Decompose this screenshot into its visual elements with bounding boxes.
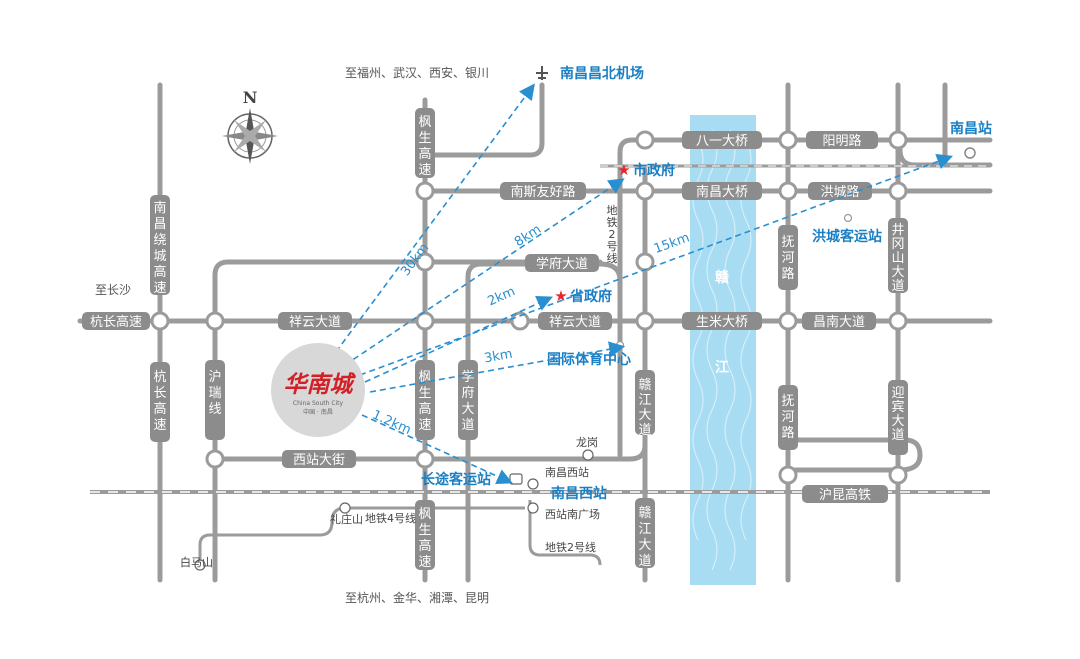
train-station-icon xyxy=(527,478,539,490)
road-shengmi-bridge: 生米大桥 xyxy=(696,315,748,330)
distance-province-gov: 2km xyxy=(486,284,518,309)
metro-line4-label: 地铁4号线 xyxy=(365,511,416,525)
river-label: 赣江 xyxy=(715,269,730,376)
road-changnan: 昌南大道 xyxy=(813,314,865,330)
compass-icon xyxy=(222,108,278,164)
distance-long-bus: 1.2km xyxy=(370,408,413,438)
landmark-city-gov: 市政府 xyxy=(633,162,675,179)
train-station-icon xyxy=(964,147,976,159)
distance-sports-center: 3km xyxy=(483,347,514,367)
road-label-jingguang: 南昌绕城高速 xyxy=(153,200,166,296)
metro-station-longgang: 龙岗 xyxy=(576,436,598,449)
road-label-fengsheng-north: 枫生高速 xyxy=(418,115,431,178)
project-location-circle xyxy=(271,343,365,437)
logo-english-name: China South City xyxy=(293,400,344,407)
road-bayi-bridge: 八一大桥 xyxy=(696,134,748,149)
road-label-hurui: 沪瑞线 xyxy=(208,369,221,417)
road-label-jinggangshan: 井冈山大道 xyxy=(891,223,904,294)
metro-station-lizhuangshan: 礼庄山 xyxy=(330,512,363,526)
road-hukun-rail: 沪昆高铁 xyxy=(819,487,871,503)
metro-station-west: 南昌西站 xyxy=(545,465,589,479)
road-nansiyou: 南斯友好路 xyxy=(510,184,575,200)
dest-north: 至福州、武汉、西安、银川 xyxy=(345,65,489,80)
road-label-yingbin: 迎宾大道 xyxy=(891,386,904,443)
airplane-icon xyxy=(536,66,548,80)
landmark-airport: 南昌昌北机场 xyxy=(560,65,644,82)
road-label-xuefu-avenue: 学府大道 xyxy=(461,369,474,433)
distance-nanchang-station: 15km xyxy=(652,230,692,257)
star-icon: ★ xyxy=(554,287,567,305)
landmark-west-station: 南昌西站 xyxy=(551,485,607,502)
landmark-long-bus: 长途客运站 xyxy=(421,471,491,488)
metro-station-icon xyxy=(339,502,351,514)
road-xiangyun-west: 祥云大道 xyxy=(289,315,341,330)
dest-west: 至长沙 xyxy=(95,283,131,297)
road-label-ganjiang-north: 赣江大道 xyxy=(638,378,651,438)
compass-north-label: N xyxy=(243,88,258,107)
landmark-nanchang-station: 南昌站 xyxy=(950,120,992,137)
landmark-province-gov: 省政府 xyxy=(569,288,612,305)
road-nanchang-bridge: 南昌大桥 xyxy=(696,184,748,200)
road-label-fuhe-north: 抚河路 xyxy=(781,235,794,282)
metro-station-icon xyxy=(194,559,206,571)
logo-subtitle: 中国 · 南昌 xyxy=(303,408,333,416)
road-hongcheng: 洪城路 xyxy=(820,184,859,200)
landmark-hongcheng-bus: 洪城客运站 xyxy=(812,228,882,245)
road-label-fengsheng-mid: 枫生高速 xyxy=(418,370,431,433)
distance-city-gov: 8km xyxy=(512,222,544,250)
road-label-fengsheng-south: 枫生高速 xyxy=(418,507,431,570)
dest-south: 至杭州、金华、湘潭、昆明 xyxy=(345,590,489,605)
logo-chinese-name: 华南城 xyxy=(284,371,357,398)
metro-station-icon xyxy=(527,502,539,514)
bus-icon xyxy=(509,473,523,485)
road-xizhan: 西站大街 xyxy=(293,453,345,468)
road-label-ganjiang-south: 赣江大道 xyxy=(638,506,651,569)
star-icon: ★ xyxy=(617,161,630,179)
metro-station-baimashan: 白马山 xyxy=(180,555,213,569)
road-label-hangchang-v: 杭长高速 xyxy=(153,370,166,433)
metro-station-west-south: 西站南广场 xyxy=(545,507,600,521)
road-xiangyun-east: 祥云大道 xyxy=(549,315,601,330)
metro-station-icon xyxy=(582,449,594,461)
metro-line2-south-label: 地铁2号线 xyxy=(545,540,596,554)
road-label-fuhe-south: 抚河路 xyxy=(781,394,794,441)
road-xuefu-road: 学府大道 xyxy=(536,256,588,272)
road-hangchang-h: 杭长高速 xyxy=(90,314,142,330)
road-yangming: 阳明路 xyxy=(822,133,861,149)
bus-station-marker-icon xyxy=(843,213,853,223)
